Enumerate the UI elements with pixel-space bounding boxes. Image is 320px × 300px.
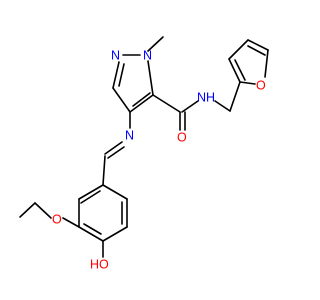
bond-cf3-cf4 <box>228 39 249 60</box>
atom-o-ether: O <box>52 212 62 226</box>
atom-n-ring-1: N <box>143 48 152 62</box>
bond-ph3-oether <box>62 217 80 228</box>
bond-cf2-cf3-a <box>228 58 241 83</box>
bond-oether-ch2 <box>34 202 52 219</box>
bond-camide-nh <box>181 100 199 113</box>
atom-h-hydroxyl: H <box>90 257 99 271</box>
bond-ph1-ph2 <box>78 184 104 200</box>
bond-cf4-cf5-b <box>247 45 266 56</box>
bond-cf4-cf5-a <box>247 39 269 51</box>
bond-ch2-ch3 <box>19 202 36 218</box>
bond-nimine-cimine-a <box>104 141 123 155</box>
bond-cf5-ofuran <box>264 49 269 78</box>
atom-labels-group: N N N H N O O O O H <box>52 48 266 271</box>
bond-ph3-ph4-inner <box>83 223 102 235</box>
bond-n-methyl <box>147 36 164 52</box>
bond-cf2-cf3-b <box>234 59 246 81</box>
bond-ofuran-cf2 <box>239 81 256 85</box>
bonds-group <box>19 36 269 258</box>
bond-ph6-ph1 <box>102 184 128 200</box>
bond-n2-c3-a <box>112 61 120 89</box>
bond-ph4-ph5 <box>102 226 128 242</box>
atom-o-furan: O <box>256 78 266 92</box>
atom-n-amide: N <box>197 90 206 104</box>
atom-n-imine: N <box>125 128 134 142</box>
bond-nimine-cimine-b <box>107 146 125 159</box>
molecule-structure: N N N H N O O O O H <box>19 36 269 271</box>
bond-c4-c5-b <box>132 92 151 107</box>
atom-o-carbonyl: O <box>177 130 187 144</box>
bond-c5-n1 <box>147 60 154 96</box>
bond-nh-ch2 <box>214 100 231 112</box>
bond-ph3-ph4 <box>78 226 104 242</box>
atom-o-hydroxyl: O <box>99 257 109 271</box>
bond-ch2-cfuran <box>229 81 241 112</box>
atom-h-amide: H <box>206 90 215 104</box>
bond-c3-c4 <box>112 87 131 113</box>
bond-c4-c5-a <box>129 94 154 113</box>
bond-cimine-cphenyl <box>102 155 106 186</box>
bond-ph1-ph2-inner <box>80 190 101 204</box>
bond-c5-camide <box>152 94 181 113</box>
atom-n-ring-2: N <box>111 48 120 62</box>
bond-n2-c3-b <box>118 63 125 87</box>
